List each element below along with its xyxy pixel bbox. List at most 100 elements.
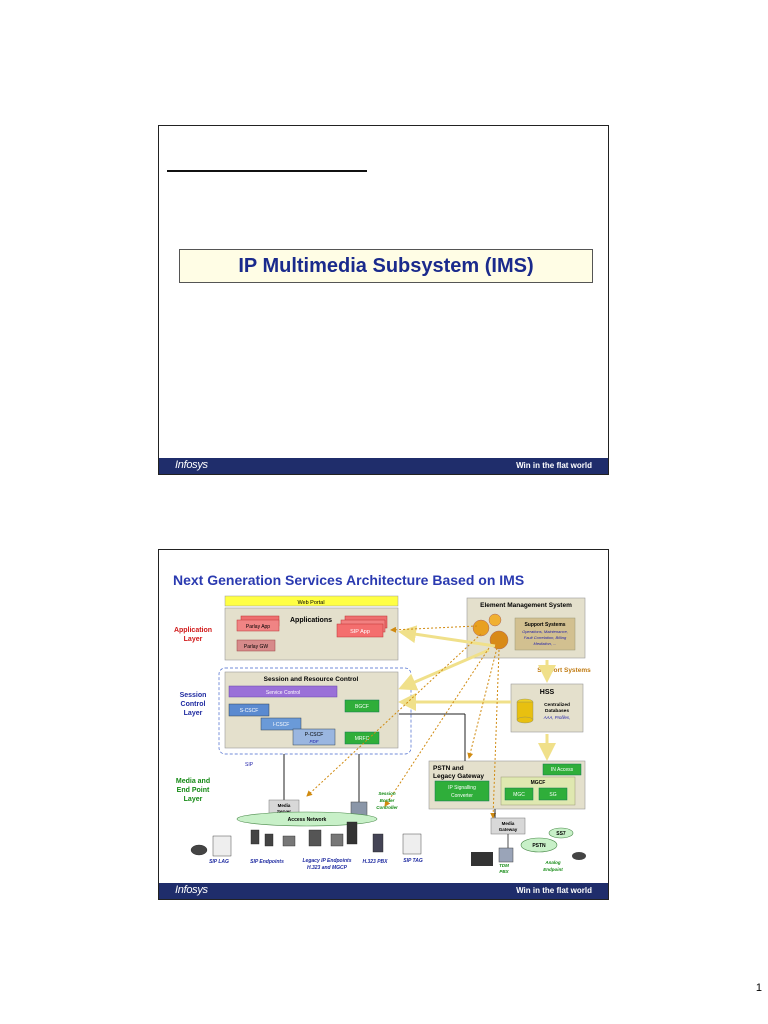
ems-label: Element Management System: [480, 602, 572, 609]
ip-signalling-converter-box: [434, 780, 490, 802]
sip-lag-label: SIP LAG: [209, 859, 229, 865]
svg-text:Gateway: Gateway: [499, 827, 518, 832]
svg-text:Converter: Converter: [451, 793, 473, 799]
svg-text:TDM: TDM: [499, 863, 509, 868]
bgcf-label: BGCF: [355, 704, 369, 710]
service-control-label: Service Control: [266, 690, 300, 696]
ss7-label: SS7: [556, 831, 566, 837]
h323-pbx-icon: [372, 833, 384, 853]
layer-label-media-3: Layer: [184, 796, 203, 803]
ims-architecture-diagram: Application Layer Session Control Layer …: [174, 595, 591, 874]
svg-text:Server: Server: [277, 809, 291, 814]
svg-text:Endpoint: Endpoint: [543, 867, 563, 872]
slide-1-title: IP Multimedia Subsystem (IMS): [238, 255, 534, 277]
footer-tagline: Win in the flat world: [516, 886, 592, 895]
sip-app-label: SIP App: [350, 629, 370, 635]
gear-icon: [472, 619, 490, 637]
slide-1-title-box: IP Multimedia Subsystem (IMS): [179, 249, 593, 283]
parlay-gw-box: [236, 639, 276, 652]
pstn-label: PSTN: [532, 843, 546, 849]
mrfc-box: [344, 731, 380, 745]
sip-endpoint-icon: [250, 829, 260, 845]
layer-label-application-1: Application: [174, 627, 212, 634]
slide-1: IP Multimedia Subsystem (IMS) Infosys Wi…: [158, 125, 609, 475]
svg-text:Legacy IP Endpoints: Legacy IP Endpoints: [303, 858, 352, 864]
footer-tagline: Win in the flat world: [516, 461, 592, 470]
arrow-ems-session: [398, 648, 490, 691]
pstn-cloud: [520, 837, 558, 853]
layer-label-media-2: End Point: [177, 787, 210, 794]
phone-icon: [190, 844, 208, 856]
page-number: 1: [755, 982, 762, 994]
session-resource-control-label: Session and Resource Control: [264, 676, 359, 683]
arrow-ems-applications: [398, 625, 496, 648]
svg-text:Analog: Analog: [544, 860, 561, 865]
h323-pbx-label: H.323 PBX: [362, 859, 388, 865]
svg-text:Controller: Controller: [376, 805, 398, 810]
svg-text:Centralized: Centralized: [544, 702, 570, 708]
p-cscf-box: [292, 728, 336, 746]
support-systems-box: [514, 617, 576, 651]
infosys-logo: Infosys: [175, 884, 208, 896]
bgcf-box: [344, 699, 380, 713]
svg-text:PSTN and: PSTN and: [433, 765, 464, 772]
in-access-label: IN Access: [551, 767, 574, 773]
parlay-app-box: [236, 619, 280, 632]
svg-text:Operations, Maintenance,: Operations, Maintenance,: [522, 629, 568, 634]
web-portal-label: Web Portal: [297, 600, 324, 606]
layer-label-application-2: Layer: [184, 636, 203, 643]
layer-label-session-2: Control: [181, 701, 206, 708]
svg-text:Border: Border: [380, 798, 395, 803]
web-portal-bar: [224, 595, 399, 607]
legacy-endpoint-icon: [308, 829, 322, 847]
svg-text:PBX: PBX: [499, 869, 509, 874]
parlay-gw-label: Parlay GW: [244, 644, 268, 650]
session-control-dashed-region: [218, 667, 412, 755]
infosys-logo: Infosys: [175, 459, 208, 471]
gear-icon-3: [488, 613, 502, 627]
i-cscf-box: [260, 717, 302, 731]
slide-1-footer: Infosys Win in the flat world: [159, 458, 608, 474]
dotted-arrow-3: [384, 647, 490, 807]
slide-2-footer: Infosys Win in the flat world: [159, 883, 608, 899]
ss7-cloud: [548, 827, 574, 839]
svg-text:Fault Correlation, Billing: Fault Correlation, Billing: [524, 635, 567, 640]
i-cscf-label: I-CSCF: [273, 722, 290, 728]
sip-label: SIP: [245, 762, 254, 768]
mgcf-label: MGCF: [531, 780, 546, 786]
layer-label-session-3: Layer: [184, 710, 203, 717]
tdm-phone-icon: [471, 852, 493, 866]
sip-endpoints-label: SIP Endpoints: [250, 859, 284, 865]
mgc-box: [504, 787, 534, 801]
layer-label-media-1: Media and: [176, 778, 210, 785]
sip-tag-icon: [402, 833, 422, 855]
sip-app-box: [336, 623, 384, 638]
mrfc-label: MRFC: [355, 736, 370, 742]
svg-text:Legacy Gateway: Legacy Gateway: [433, 773, 484, 780]
in-access-box: [542, 763, 582, 776]
svg-text:Mediation, ...: Mediation, ...: [534, 641, 557, 646]
analog-phone-icon: [572, 852, 586, 860]
applications-label: Applications: [290, 617, 332, 624]
header-rule: [167, 170, 367, 172]
sip-tag-label: SIP TAG: [403, 858, 423, 864]
s-cscf-label: S-CSCF: [240, 708, 259, 714]
slide-2-title: Next Generation Services Architecture Ba…: [173, 572, 525, 588]
s-cscf-box: [228, 703, 270, 717]
dotted-arrow-4: [467, 647, 498, 759]
sg-label: SG: [549, 792, 556, 798]
svg-text:Media: Media: [278, 803, 291, 808]
sg-box: [538, 787, 568, 801]
support-systems-label: Support Systems: [537, 667, 591, 674]
server-icon: [346, 821, 358, 845]
dotted-arrow-5: [490, 649, 500, 819]
mgc-label: MGC: [513, 792, 525, 798]
svg-text:Session: Session: [378, 791, 396, 796]
svg-text:Databases: Databases: [545, 708, 569, 714]
svg-text:IP Signalling: IP Signalling: [448, 785, 476, 791]
p-cscf-label: P-CSCF: [305, 732, 324, 738]
access-network-cloud: [236, 811, 378, 827]
dotted-arrow-1: [390, 625, 478, 633]
sip-lag-icon: [212, 835, 232, 857]
support-systems-box-label: Support Systems: [524, 622, 565, 628]
